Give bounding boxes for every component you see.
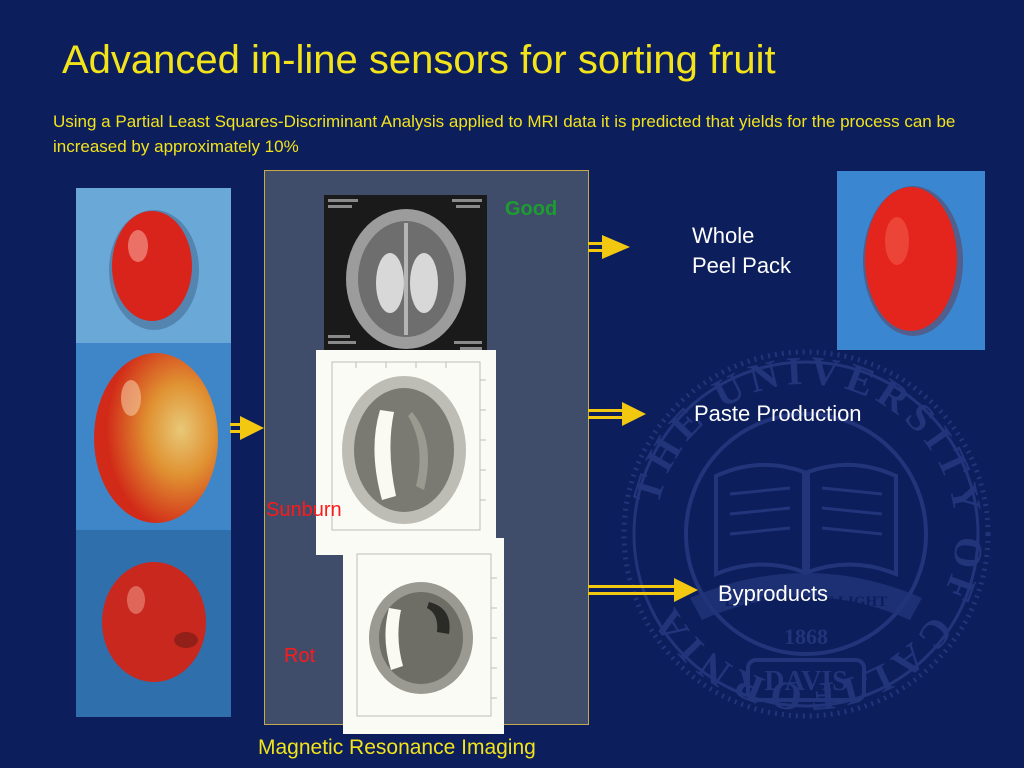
uc-davis-seal-watermark: THE UNIVERSITY OF CALIFORNIA LET THERE B… [621,348,991,720]
mri-caption: Magnetic Resonance Imaging [258,736,536,759]
output-whole-line2: Peel Pack [692,253,792,278]
slide-subtitle: Using a Partial Least Squares-Discrimina… [53,112,956,156]
arrow-to-byproducts-icon [588,578,698,602]
mri-scan-sunburn [316,350,496,555]
seal-year: 1868 [784,624,828,649]
output-paste-production: Paste Production [694,401,862,426]
tomato-photo-good [76,188,231,343]
peeled-tomato-photo [837,171,985,350]
mri-scan-good [324,195,487,358]
output-whole-peel-pack: Whole Peel Pack [692,221,791,281]
seal-campus: DAVIS [764,666,848,697]
label-rot: Rot [284,645,316,667]
input-arrow-icon [230,416,264,440]
arrow-to-whole-icon [588,235,630,259]
mri-scan-rot [343,538,504,734]
output-whole-line1: Whole [692,223,755,248]
tomato-photo-rot [76,530,231,717]
tomato-photo-sunburn [76,343,231,530]
arrow-to-paste-icon [588,402,646,426]
label-good: Good [505,198,558,220]
label-sunburn: Sunburn [266,499,342,521]
slide-title: Advanced in-line sensors for sorting fru… [62,38,776,82]
seal-banner: LET THERE BE LIGHT [725,594,887,610]
output-byproducts: Byproducts [718,581,829,606]
